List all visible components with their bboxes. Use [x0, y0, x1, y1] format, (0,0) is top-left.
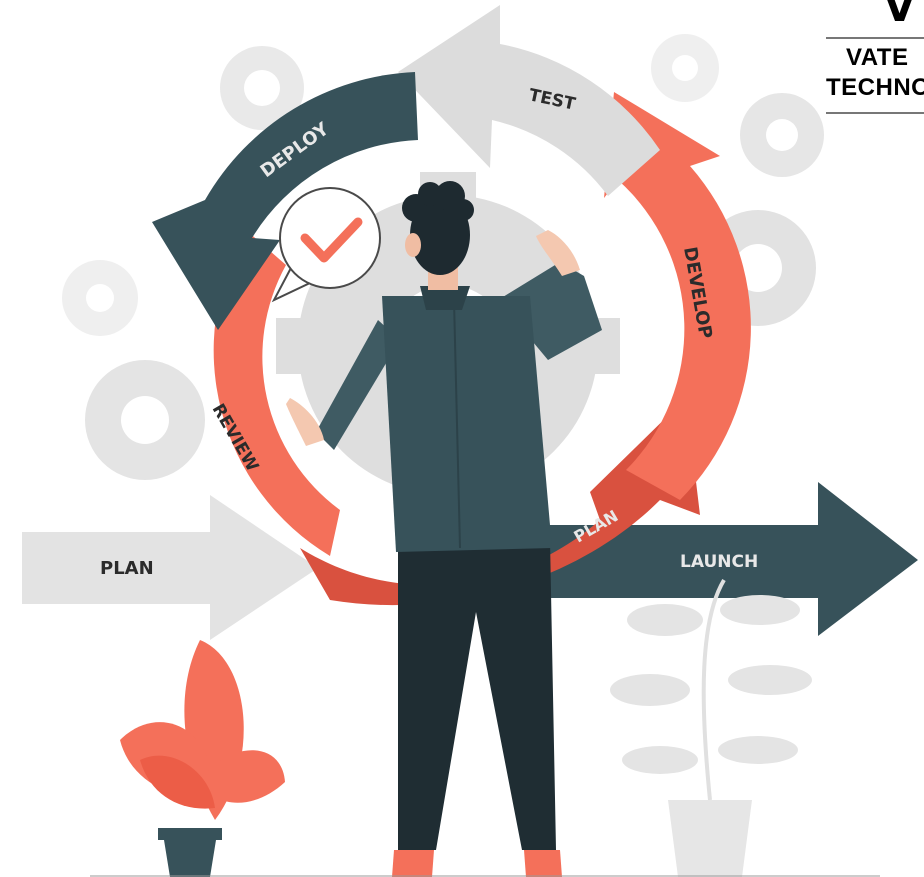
left-shoe: [392, 850, 434, 877]
company-logo: V VATE TECHNO: [826, 0, 924, 116]
coral-plant: [120, 640, 285, 877]
plan-input-label: PLAN: [100, 558, 154, 579]
left-arm: [316, 320, 400, 450]
man-figure: [286, 181, 602, 877]
logo-mark-icon: V: [884, 0, 915, 31]
right-hand: [536, 230, 580, 276]
gear-icon: [651, 34, 719, 102]
logo-line-1: VATE: [846, 44, 909, 71]
deploy-arrow: [152, 72, 418, 330]
logo-divider: [826, 37, 924, 39]
logo-divider: [826, 112, 924, 114]
gear-icon: [220, 46, 304, 130]
plan-cycle-arrow: [300, 398, 700, 606]
left-hand: [286, 398, 324, 446]
jacket: [382, 296, 552, 552]
right-arm: [498, 262, 602, 360]
pants: [398, 540, 556, 850]
check-bubble: [271, 187, 381, 303]
gray-plant: [610, 578, 812, 877]
gear-icon: [85, 360, 205, 480]
plan-input-arrow: [22, 495, 318, 640]
gear-icon: [740, 93, 824, 177]
review-arc: [213, 230, 340, 556]
launch-label: LAUNCH: [680, 552, 758, 572]
gear-icon: [62, 260, 138, 336]
right-shoe: [524, 850, 562, 877]
test-arrow: [398, 5, 660, 196]
launch-arrow: [520, 482, 918, 636]
logo-line-2: TECHNO: [826, 74, 924, 101]
develop-arc: [604, 92, 751, 500]
check-icon: [300, 217, 363, 263]
